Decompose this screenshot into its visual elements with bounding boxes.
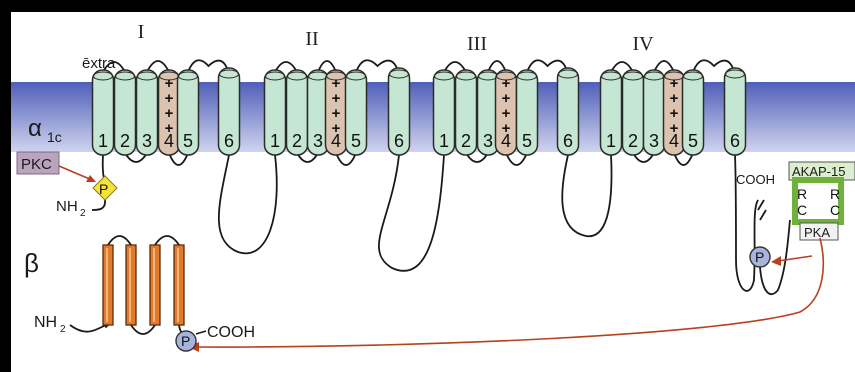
segment-number-5: 5 xyxy=(351,131,361,151)
segment-number-3: 3 xyxy=(483,131,493,151)
domain-label-I: I xyxy=(138,21,145,43)
positive-charge: + xyxy=(332,120,341,137)
segment-number-5: 5 xyxy=(522,131,532,151)
pkc-arrow xyxy=(59,166,92,180)
alpha-c-terminus-tail xyxy=(758,200,766,220)
beta-loop xyxy=(131,325,155,334)
domain-label-IV: IV xyxy=(632,33,654,55)
pkc-label: PKC xyxy=(21,156,52,173)
beta-loop xyxy=(108,236,131,245)
segment-number-2: 2 xyxy=(292,131,302,151)
linker-II-III xyxy=(379,155,444,271)
pka-r-right: R xyxy=(830,186,840,202)
segment-number-6: 6 xyxy=(394,131,404,151)
domain-label-III: III xyxy=(467,33,487,55)
positive-charge: + xyxy=(165,120,174,137)
segment-number-3: 3 xyxy=(142,131,152,151)
segment-number-6: 6 xyxy=(224,131,234,151)
beta-subunit-label: β xyxy=(24,248,39,278)
pka-r-left: R xyxy=(797,186,807,202)
alpha-nh2-subscript: 2 xyxy=(80,208,86,219)
alpha-phospho-p: P xyxy=(755,249,764,265)
linker-I-II xyxy=(219,155,277,253)
extracellular-label: ēxtra xyxy=(82,55,116,72)
alpha-nh2-label: NH xyxy=(56,198,78,215)
segment-number-1: 1 xyxy=(439,131,449,151)
beta-phospho-p: P xyxy=(181,333,190,349)
segment-number-3: 3 xyxy=(313,131,323,151)
akap-label: AKAP-15 xyxy=(792,164,845,179)
beta-cooh-bond xyxy=(196,331,206,334)
pka-c-left: C xyxy=(797,202,807,218)
segment-number-5: 5 xyxy=(688,131,698,151)
alpha-cooh-label: COOH xyxy=(736,172,775,187)
alpha-subunit-label: α xyxy=(28,115,42,142)
left-frame-bar xyxy=(0,0,11,372)
segment-number-6: 6 xyxy=(563,131,573,151)
positive-charge: + xyxy=(670,120,679,137)
pka-label: PKA xyxy=(804,225,830,240)
segment-number-2: 2 xyxy=(461,131,471,151)
pka-c-right: C xyxy=(830,202,840,218)
domain-label-II: II xyxy=(305,28,318,50)
segment-number-2: 2 xyxy=(628,131,638,151)
positive-charge: + xyxy=(502,120,511,137)
alpha-n-tail xyxy=(92,200,105,210)
pka-to-alpha-arrow xyxy=(778,256,812,261)
segment-number-1: 1 xyxy=(98,131,108,151)
segment-number-6: 6 xyxy=(730,131,740,151)
segment-number-5: 5 xyxy=(183,131,193,151)
beta-nh2-label: NH xyxy=(34,314,57,331)
pka-to-beta-arrow xyxy=(194,238,823,347)
pkc-phospho-p: P xyxy=(99,181,108,197)
beta-cooh-label: COOH xyxy=(207,324,255,341)
segment-number-1: 1 xyxy=(606,131,616,151)
segment-number-1: 1 xyxy=(270,131,280,151)
top-frame-bar xyxy=(0,0,855,12)
beta-nh2-subscript: 2 xyxy=(60,324,66,335)
alpha-subunit-subscript: 1c xyxy=(47,129,62,145)
segment-number-2: 2 xyxy=(120,131,130,151)
pka-to-alpha-arrowhead xyxy=(771,256,781,266)
beta-helix-layer xyxy=(103,245,184,325)
beta-n-terminus xyxy=(70,325,108,332)
beta-loop xyxy=(155,236,179,245)
linker-III-IV xyxy=(562,155,611,236)
segment-number-3: 3 xyxy=(649,131,659,151)
